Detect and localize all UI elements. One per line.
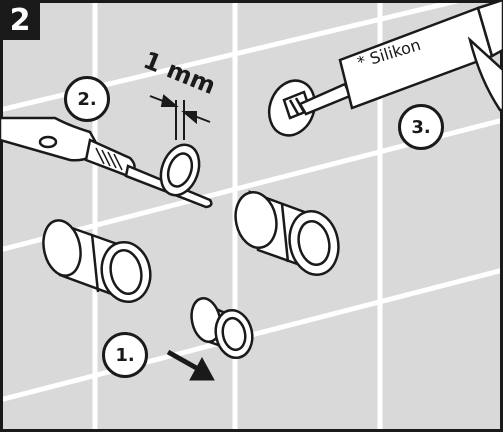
callout-step-3: 3. xyxy=(398,104,444,150)
rosette-icon xyxy=(159,143,201,197)
callout-step-1: 1. xyxy=(102,332,148,378)
cap-icon xyxy=(190,297,254,360)
callout-step-2: 2. xyxy=(64,76,110,122)
step-number-badge: 2 xyxy=(0,0,40,40)
wall-plug-icon xyxy=(234,190,340,276)
arrow-icon xyxy=(166,349,215,381)
dimension-marker xyxy=(149,94,211,140)
wall-rosette-icon xyxy=(267,79,317,137)
wall-plug-icon xyxy=(42,219,152,304)
silicone-cartridge-icon xyxy=(298,0,503,116)
